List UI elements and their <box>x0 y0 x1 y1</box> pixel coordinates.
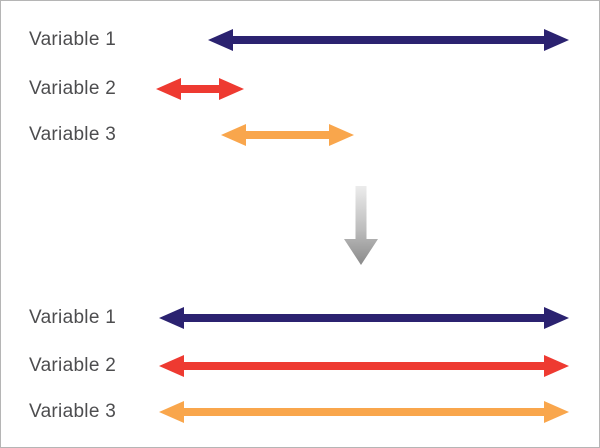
arrow-right-head-icon <box>544 401 569 423</box>
arrow-right-head-icon <box>544 355 569 377</box>
arrow-shaft <box>184 314 544 322</box>
arrow-shaft <box>246 131 329 139</box>
range-arrow <box>159 401 569 423</box>
variable-label: Variable 3 <box>29 401 117 422</box>
range-arrow <box>159 355 569 377</box>
arrow-left-head-icon <box>159 307 184 329</box>
variable-label: Variable 2 <box>29 355 117 376</box>
arrow-shaft <box>184 362 544 370</box>
arrow-shaft <box>184 408 544 416</box>
arrow-shaft <box>233 36 544 44</box>
arrow-right-head-icon <box>544 29 569 51</box>
arrow-right-head-icon <box>329 124 354 146</box>
arrow-left-head-icon <box>156 78 181 100</box>
arrow-right-head-icon <box>219 78 244 100</box>
range-arrow <box>156 78 244 100</box>
arrow-shaft <box>181 85 219 93</box>
arrow-left-head-icon <box>159 355 184 377</box>
arrow-left-head-icon <box>221 124 246 146</box>
range-arrow <box>159 307 569 329</box>
arrow-left-head-icon <box>159 401 184 423</box>
range-arrow <box>208 29 569 51</box>
arrow-right-head-icon <box>544 307 569 329</box>
arrow-left-head-icon <box>208 29 233 51</box>
variable-label: Variable 2 <box>29 78 117 99</box>
variable-label: Variable 3 <box>29 124 117 145</box>
range-arrow <box>221 124 354 146</box>
variable-label: Variable 1 <box>29 29 117 50</box>
variable-label: Variable 1 <box>29 307 117 328</box>
transform-down-arrow-icon <box>344 186 378 265</box>
